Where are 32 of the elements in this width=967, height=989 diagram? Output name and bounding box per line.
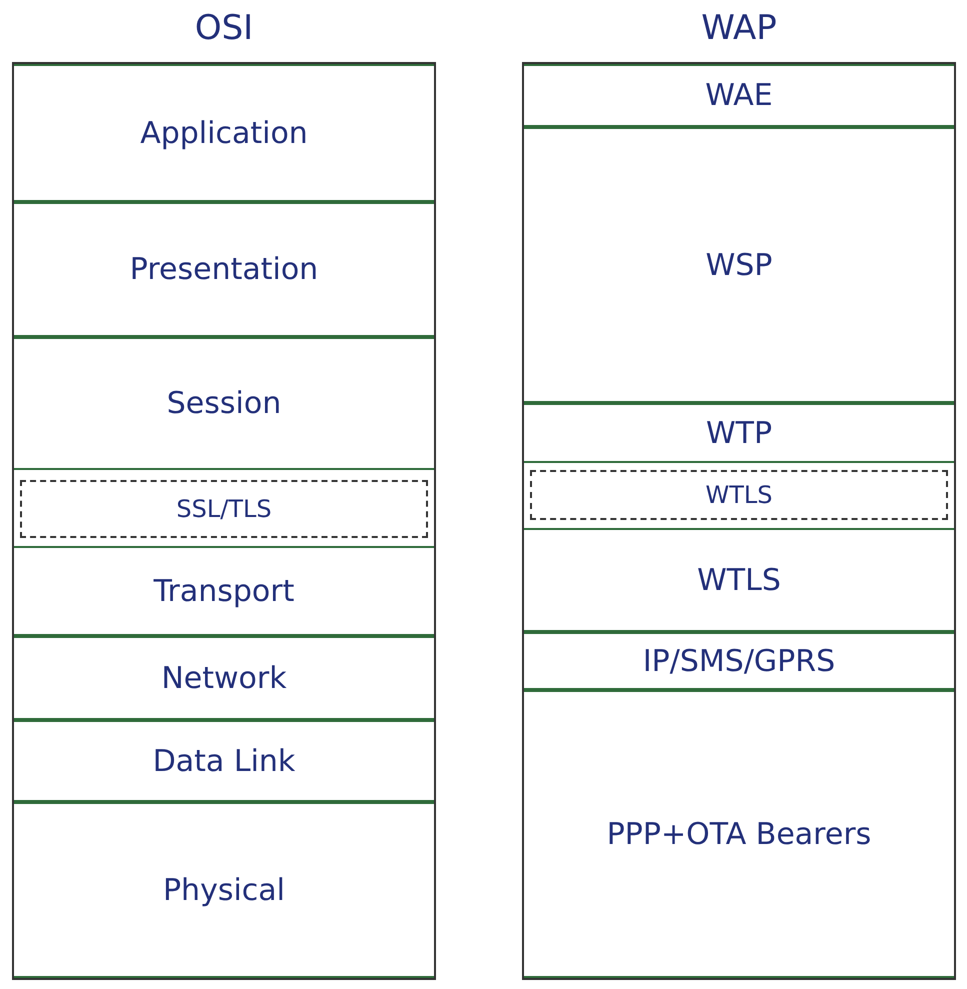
layer-label: Data Link — [152, 744, 296, 778]
layer-label: SSL/TLS — [175, 495, 273, 523]
layer-band — [14, 546, 434, 636]
layer-label: IP/SMS/GPRS — [642, 644, 836, 678]
layer-label: Physical — [162, 872, 286, 908]
layer-label: Presentation — [128, 252, 320, 287]
layer-band — [14, 64, 434, 202]
layer-band — [524, 690, 954, 978]
stack-heading: OSI — [194, 8, 254, 48]
layer-band — [14, 636, 434, 720]
layer-band — [524, 528, 954, 632]
layer-label: WAE — [704, 78, 774, 113]
layer-band — [524, 64, 954, 127]
layer-label: PPP+OTA Bearers — [606, 816, 872, 852]
layer-label: Network — [160, 660, 288, 696]
layer-band — [14, 802, 434, 978]
layer-label: Session — [166, 386, 282, 421]
layer-band — [14, 337, 434, 470]
layer-band — [14, 202, 434, 337]
dashed-layer-box — [530, 470, 948, 520]
layer-label: Application — [139, 116, 309, 150]
layer-band — [524, 403, 954, 463]
layer-label: WTP — [704, 416, 774, 450]
stack-heading: WAP — [700, 8, 778, 48]
dashed-layer-box — [20, 480, 428, 538]
layer-label: WTLS — [696, 562, 782, 598]
layer-label: Transport — [152, 574, 296, 608]
layer-label: WTLS — [704, 481, 774, 509]
layer-band — [14, 720, 434, 802]
layer-band — [524, 127, 954, 403]
layer-band — [524, 632, 954, 690]
layer-label: WSP — [704, 248, 774, 282]
